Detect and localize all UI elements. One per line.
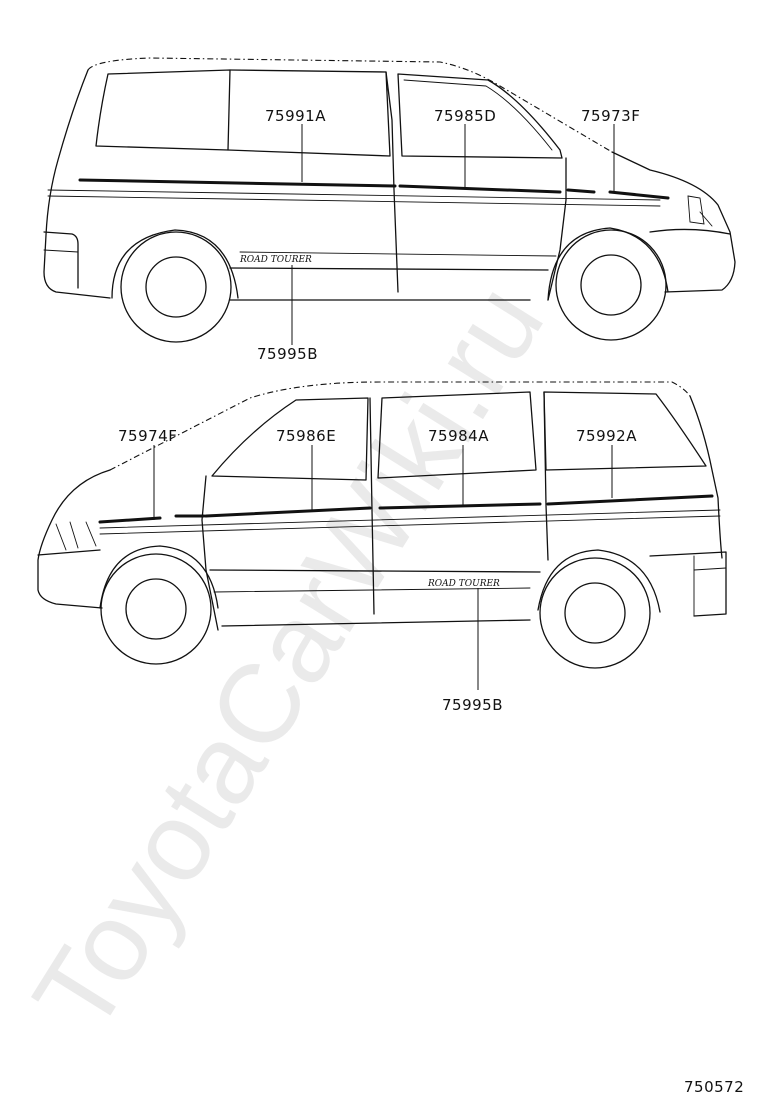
- part-label-75973F: 75973F: [581, 107, 640, 125]
- road-tourer-emblem-lower: ROAD TOURER: [427, 579, 500, 589]
- road-tourer-emblem-upper: ROAD TOURER: [239, 255, 312, 265]
- part-label-75984A: 75984A: [428, 427, 489, 445]
- part-label-75985D: 75985D: [434, 107, 496, 125]
- part-label-75995B-upper: 75995B: [257, 345, 318, 363]
- part-label-75974F: 75974F: [118, 427, 177, 445]
- figure-number: 750572: [684, 1078, 744, 1096]
- part-label-75992A: 75992A: [576, 427, 637, 445]
- part-label-75991A: 75991A: [265, 107, 326, 125]
- part-label-75995B-lower: 75995B: [442, 696, 503, 714]
- part-label-75986E: 75986E: [276, 427, 336, 445]
- upper-van-illustration: ROAD TOURER: [43, 57, 736, 343]
- lower-van-illustration: ROAD TOURER: [37, 381, 727, 669]
